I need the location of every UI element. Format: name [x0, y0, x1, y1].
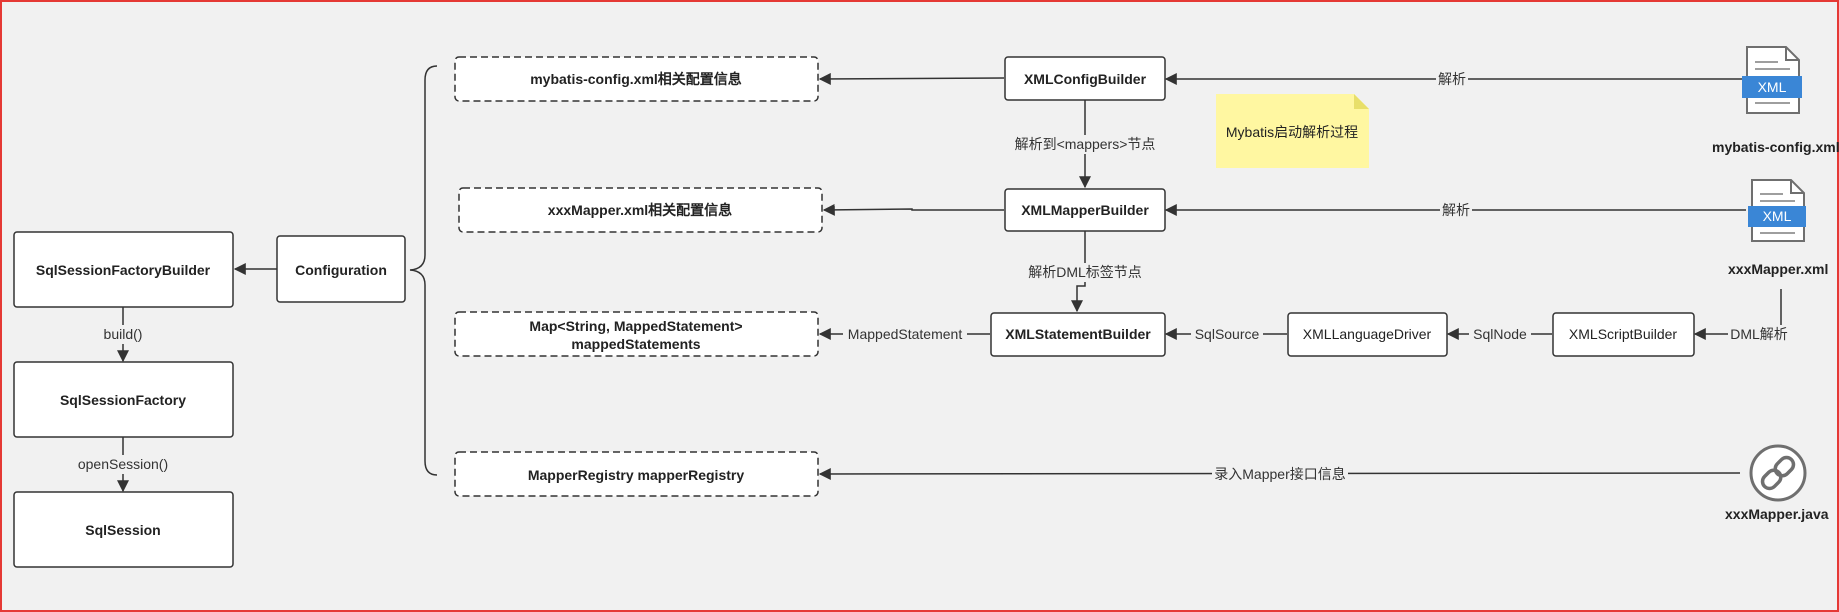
edge-mapper-builder-to-info [822, 203, 1004, 216]
node-label-mybatis-config-info: mybatis-config.xml相关配置信息 [530, 71, 742, 87]
edge-label-register-mapper: 录入Mapper接口信息 [1214, 466, 1345, 482]
note-text: Mybatis启动解析过程 [1226, 124, 1358, 140]
node-mapper-registry [454, 451, 819, 497]
node-label-xml-statement-builder: XMLStatementBuilder [1005, 326, 1151, 342]
configuration-brace [409, 65, 438, 476]
edge-label-mapped-statement: MappedStatement [848, 326, 963, 342]
edge-label-dml-parse: DML解析 [1730, 326, 1788, 342]
node-label-sql-session-factory-builder: SqlSessionFactoryBuilder [36, 262, 211, 278]
edge-label-parse-to-mappers: 解析到<mappers>节点 [1015, 136, 1156, 152]
node-sql-session-factory-builder [13, 231, 234, 308]
node-label-sql-session: SqlSession [85, 522, 160, 538]
node-label-sql-session-factory: SqlSessionFactory [60, 392, 186, 408]
edge-label-sql-node: SqlNode [1473, 326, 1527, 342]
edge-label-open-session: openSession() [78, 456, 168, 472]
node-xml-script-builder [1552, 312, 1695, 357]
node-label-xml-mapper-builder: XMLMapperBuilder [1021, 202, 1149, 218]
edge-parse-dml [1071, 231, 1086, 313]
node-label-mapper-registry: MapperRegistry mapperRegistry [528, 467, 745, 483]
file-label-mapper-java: xxxMapper.java [1725, 506, 1829, 522]
sticky-note: Mybatis启动解析过程 [1216, 94, 1369, 168]
xml-file-icon: XML [1742, 46, 1802, 114]
edge-label-parse-dml: 解析DML标签节点 [1028, 264, 1142, 280]
xml-badge-text: XML [1758, 79, 1787, 95]
edge-config-builder-to-info [818, 72, 1005, 85]
xml-badge-text: XML [1763, 208, 1792, 224]
node-sql-session-factory [13, 361, 234, 438]
node-label-mapped-statements-1: Map<String, MappedStatement> [529, 318, 742, 334]
edge-label-parse-mapper: 解析 [1442, 202, 1470, 218]
link-icon [1749, 444, 1807, 502]
node-mapped-statements [454, 311, 819, 357]
node-mapper-xml-info [458, 187, 823, 233]
edge-label-sql-source: SqlSource [1195, 326, 1260, 342]
node-label-xml-language-driver: XMLLanguageDriver [1303, 326, 1432, 342]
node-label-mapped-statements-2: mappedStatements [571, 336, 700, 352]
node-label-xml-config-builder: XMLConfigBuilder [1024, 71, 1147, 87]
node-mybatis-config-info [454, 56, 819, 102]
node-label-mapper-xml-info: xxxMapper.xml相关配置信息 [548, 202, 732, 218]
node-configuration [276, 235, 406, 303]
node-label-configuration: Configuration [295, 262, 387, 278]
node-sql-session [13, 491, 234, 568]
file-label-config-xml: mybatis-config.xml [1712, 139, 1839, 155]
edge-label-build: build() [104, 326, 143, 342]
xml-file-icon: XML [1748, 179, 1806, 242]
node-xml-config-builder [1004, 56, 1166, 101]
node-xml-statement-builder [990, 312, 1166, 357]
edge-label-parse-config: 解析 [1438, 71, 1466, 87]
node-xml-mapper-builder [1004, 188, 1166, 232]
node-xml-language-driver [1287, 312, 1448, 357]
node-label-xml-script-builder: XMLScriptBuilder [1569, 326, 1677, 342]
file-label-mapper-xml: xxxMapper.xml [1728, 261, 1828, 277]
